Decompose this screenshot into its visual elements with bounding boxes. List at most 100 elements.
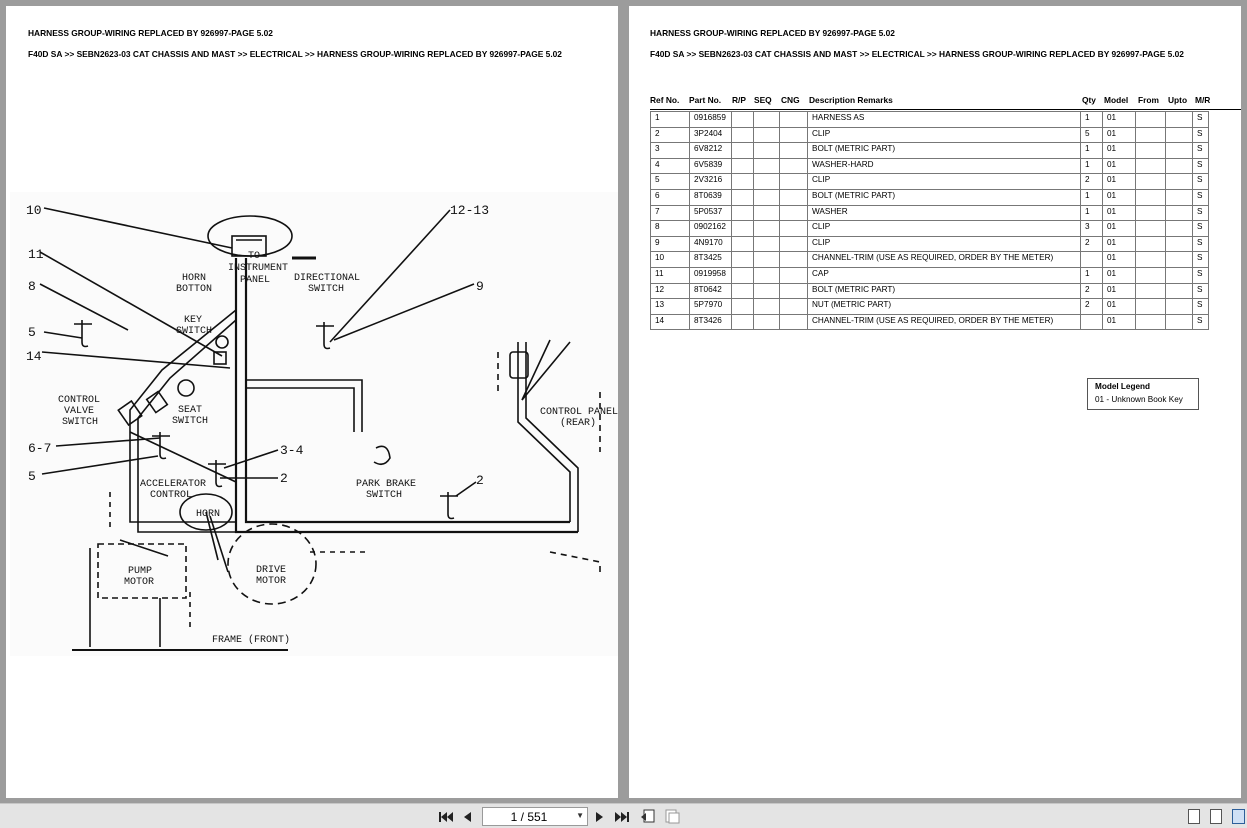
label-horn: HORN — [196, 509, 220, 520]
cell-empty — [779, 204, 808, 222]
cell-qty: 2 — [1080, 298, 1103, 315]
model-legend: Model Legend 01 - Unknown Book Key — [1087, 378, 1199, 410]
col-mr: M/R — [1195, 95, 1211, 105]
cell-empty — [779, 142, 808, 159]
cell-model: 01 — [1102, 204, 1136, 222]
cell-part: 8T3425 — [689, 251, 732, 268]
col-cng: CNG — [781, 95, 800, 105]
control-panel-connector — [509, 351, 529, 379]
cell-ref: 9 — [650, 235, 690, 253]
cell-ref: 1 — [650, 111, 690, 128]
cell-ref: 4 — [650, 157, 690, 175]
cell-desc: CLIP — [807, 220, 1081, 237]
cell-empty — [731, 235, 754, 253]
cell-part: 5P0537 — [689, 204, 732, 222]
next-page-icon[interactable] — [594, 808, 606, 825]
cell-qty: 1 — [1080, 204, 1103, 222]
label-seat-switch-2: SWITCH — [172, 416, 208, 427]
continuous-view-icon[interactable] — [1210, 809, 1222, 824]
col-qty: Qty — [1082, 95, 1096, 105]
col-from: From — [1138, 95, 1159, 105]
cell-empty — [731, 173, 754, 190]
cell-empty — [779, 220, 808, 237]
cell-mr: S — [1192, 220, 1209, 237]
cell-empty — [1165, 126, 1193, 144]
cell-empty — [731, 204, 754, 222]
label-drive-motor-1: DRIVE — [256, 565, 286, 576]
cell-empty — [753, 235, 780, 253]
cell-mr: S — [1192, 251, 1209, 268]
cell-empty — [779, 251, 808, 268]
cell-mr: S — [1192, 235, 1209, 253]
cell-empty — [1135, 282, 1166, 300]
cell-model: 01 — [1102, 313, 1136, 331]
cell-model: 01 — [1102, 188, 1136, 206]
horn-shape — [179, 493, 233, 531]
cell-qty: 1 — [1080, 157, 1103, 175]
cell-empty — [1165, 173, 1193, 190]
cell-empty — [779, 282, 808, 300]
cell-empty — [1165, 282, 1193, 300]
cell-part: 0902162 — [689, 220, 732, 237]
last-page-icon[interactable] — [614, 808, 630, 825]
chevron-down-icon: ▼ — [576, 811, 584, 820]
cell-qty: 1 — [1080, 188, 1103, 206]
cell-empty — [779, 313, 808, 331]
label-drive-motor-2: MOTOR — [256, 576, 286, 587]
cell-model: 01 — [1102, 220, 1136, 237]
cell-ref: 2 — [650, 126, 690, 144]
cell-model: 01 — [1102, 111, 1136, 128]
label-key-switch-2: SWITCH — [176, 326, 212, 337]
cell-empty — [731, 188, 754, 206]
label-horn-button-2: BOTTON — [176, 284, 212, 295]
cell-desc: NUT (METRIC PART) — [807, 298, 1081, 315]
cell-model: 01 — [1102, 142, 1136, 159]
breadcrumb: F40D SA >> SEBN2623-03 CAT CHASSIS AND M… — [28, 49, 562, 59]
cell-empty — [1165, 204, 1193, 222]
cell-model: 01 — [1102, 251, 1136, 268]
col-rp: R/P — [732, 95, 746, 105]
cell-mr: S — [1192, 282, 1209, 300]
cell-empty — [779, 157, 808, 175]
single-page-view-icon[interactable] — [1188, 809, 1200, 824]
label-accelerator-control-1: ACCELERATOR — [140, 479, 206, 490]
back-view-icon[interactable] — [640, 808, 656, 825]
cell-mr: S — [1192, 157, 1209, 175]
cell-empty — [753, 220, 780, 237]
label-to-instrument-panel-3: PANEL — [240, 275, 270, 286]
cell-empty — [1165, 251, 1193, 268]
cell-ref: 8 — [650, 220, 690, 237]
page-title: HARNESS GROUP-WIRING REPLACED BY 926997-… — [650, 28, 895, 38]
cell-model: 01 — [1102, 126, 1136, 144]
page-number-select[interactable]: 1 / 551 ▼ — [482, 807, 588, 826]
forward-view-icon[interactable] — [664, 808, 680, 825]
cell-ref: 3 — [650, 142, 690, 159]
col-upto: Upto — [1168, 95, 1188, 105]
cell-model: 01 — [1102, 235, 1136, 253]
callout-6-7: 6-7 — [28, 441, 51, 456]
legend-title: Model Legend — [1095, 382, 1151, 391]
col-model: Model — [1104, 95, 1129, 105]
cell-part: 6V5839 — [689, 157, 732, 175]
label-control-valve-switch-2: VALVE — [64, 406, 94, 417]
cell-empty — [753, 266, 780, 284]
cell-empty — [1135, 173, 1166, 190]
prev-page-icon[interactable] — [460, 808, 474, 825]
cell-desc: CLIP — [807, 173, 1081, 190]
label-to-instrument-panel-2: INSTRUMENT — [228, 263, 288, 274]
cell-ref: 5 — [650, 173, 690, 190]
label-frame-front: FRAME (FRONT) — [212, 634, 290, 646]
cell-empty — [1165, 188, 1193, 206]
cell-ref: 11 — [650, 266, 690, 284]
callout-5a: 5 — [28, 325, 36, 340]
cell-mr: S — [1192, 111, 1209, 128]
cell-empty — [1165, 266, 1193, 284]
two-page-view-icon[interactable] — [1232, 809, 1245, 824]
first-page-icon[interactable] — [438, 808, 454, 825]
pdf-page-right: HARNESS GROUP-WIRING REPLACED BY 926997-… — [629, 6, 1241, 798]
